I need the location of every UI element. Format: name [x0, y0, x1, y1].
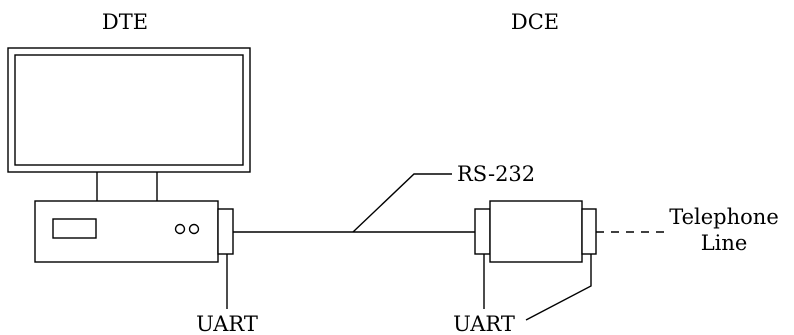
dce-serial-connector [475, 209, 490, 254]
rs232-leader-line [353, 174, 452, 232]
computer-button-1 [176, 225, 185, 234]
uart-dte-label: UART [196, 312, 258, 335]
modem-body [490, 201, 582, 262]
computer-button-2 [190, 225, 199, 234]
dte-label: DTE [102, 10, 148, 34]
rs232-label: RS-232 [457, 162, 535, 186]
uart-dce-leader-2 [526, 254, 591, 320]
modem [475, 201, 596, 262]
disk-drive-slot [53, 219, 96, 238]
dte-serial-connector [218, 209, 233, 254]
telephone-label-line2: Line [701, 231, 748, 255]
computer-unit [35, 201, 233, 262]
phone-connector [582, 209, 596, 254]
dce-label: DCE [511, 10, 559, 34]
monitor [8, 48, 250, 201]
monitor-screen [15, 55, 243, 165]
uart-dce-label: UART [453, 312, 515, 335]
telephone-label-line1: Telephone [669, 205, 779, 229]
